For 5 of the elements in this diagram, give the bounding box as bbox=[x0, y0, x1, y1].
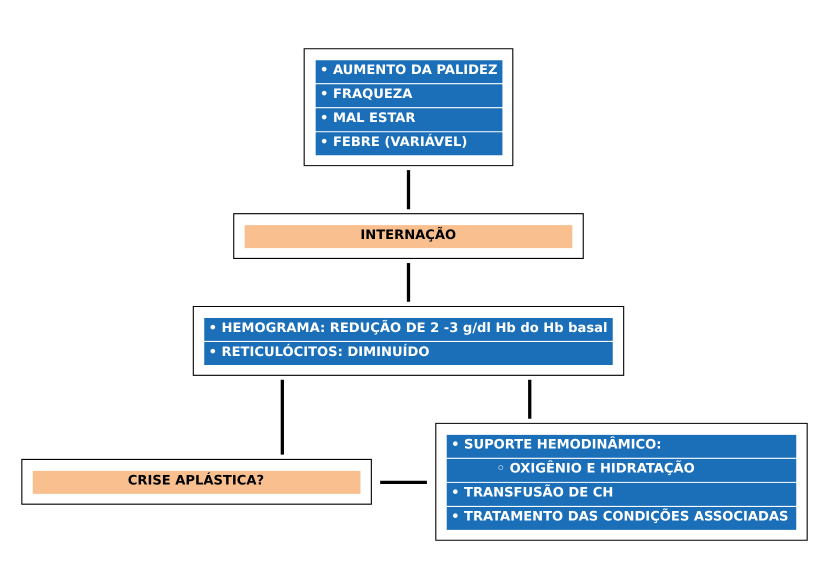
connector bbox=[528, 379, 532, 418]
connector bbox=[280, 379, 284, 454]
connector bbox=[406, 170, 410, 209]
connector bbox=[380, 480, 427, 484]
connector bbox=[406, 262, 410, 302]
